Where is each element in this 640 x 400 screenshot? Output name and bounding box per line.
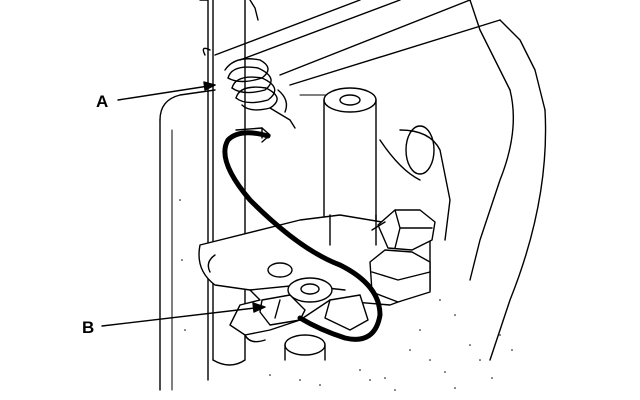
shaft xyxy=(212,0,246,366)
housing-outline xyxy=(159,0,547,391)
callout-label-a: A xyxy=(96,92,108,111)
spring-coil xyxy=(202,47,296,129)
clip-lever xyxy=(259,262,369,361)
leader-lines xyxy=(101,81,266,327)
callout-label-b: B xyxy=(82,318,94,337)
stipple-texture xyxy=(179,199,513,391)
wire-hook xyxy=(222,127,383,342)
